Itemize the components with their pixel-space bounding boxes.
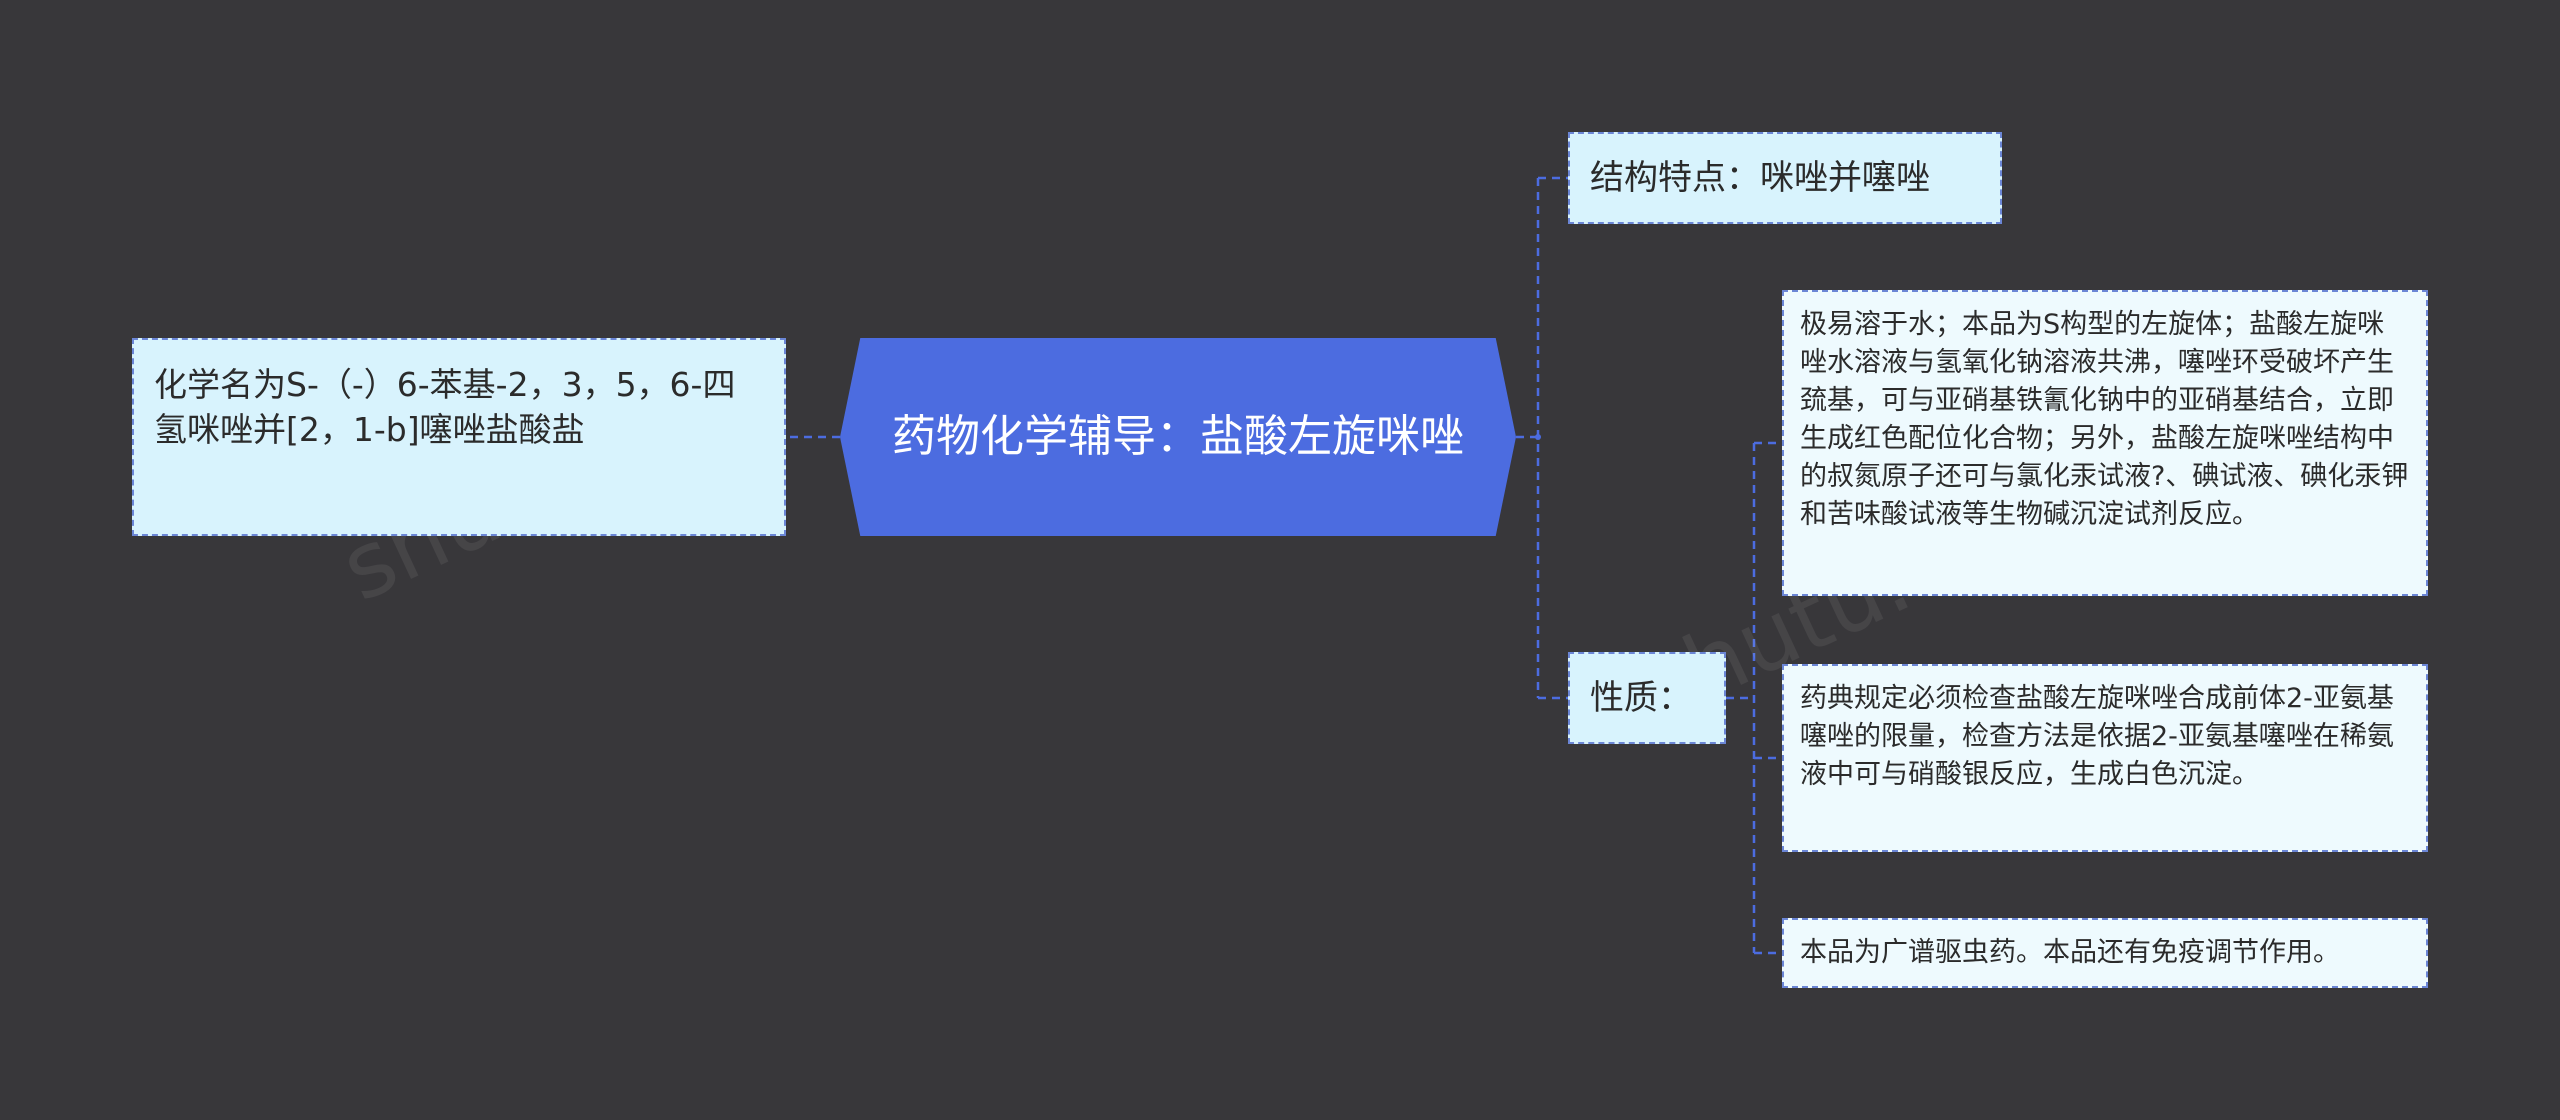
- central-topic-shape: [840, 338, 1516, 536]
- central-topic[interactable]: 药物化学辅导：盐酸左旋咪唑: [840, 338, 1516, 536]
- property-leaf[interactable]: 本品为广谱驱虫药。本品还有免疫调节作用。: [1782, 918, 2428, 988]
- property-leaf-text: 极易溶于水；本品为S构型的左旋体；盐酸左旋咪唑水溶液与氢氧化钠溶液共沸，噻唑环受…: [1800, 309, 2409, 530]
- structure-label: 结构特点：咪唑并噻唑: [1590, 158, 1930, 198]
- properties-node[interactable]: 性质：: [1568, 652, 1726, 744]
- connector-dot: [1535, 434, 1541, 440]
- structure-node[interactable]: 结构特点：咪唑并噻唑: [1568, 132, 2002, 224]
- property-leaf-text: 药典规定必须检查盐酸左旋咪唑合成前体2-亚氨基噻唑的限量，检查方法是依据2-亚氨…: [1800, 683, 2394, 790]
- central-topic-label: 药物化学辅导：盐酸左旋咪唑: [892, 411, 1464, 462]
- properties-label: 性质：: [1590, 678, 1692, 718]
- chemical-name-label: 化学名为S-（-）6-苯基-2，3，5，6-四氢咪唑并[2，1-b]噻唑盐酸盐: [154, 365, 736, 449]
- property-leaf[interactable]: 药典规定必须检查盐酸左旋咪唑合成前体2-亚氨基噻唑的限量，检查方法是依据2-亚氨…: [1782, 664, 2428, 852]
- property-leaf-text: 本品为广谱驱虫药。本品还有免疫调节作用。: [1800, 937, 2340, 968]
- property-leaf[interactable]: 极易溶于水；本品为S构型的左旋体；盐酸左旋咪唑水溶液与氢氧化钠溶液共沸，噻唑环受…: [1782, 290, 2428, 596]
- chemical-name-node[interactable]: 化学名为S-（-）6-苯基-2，3，5，6-四氢咪唑并[2，1-b]噻唑盐酸盐: [132, 338, 786, 536]
